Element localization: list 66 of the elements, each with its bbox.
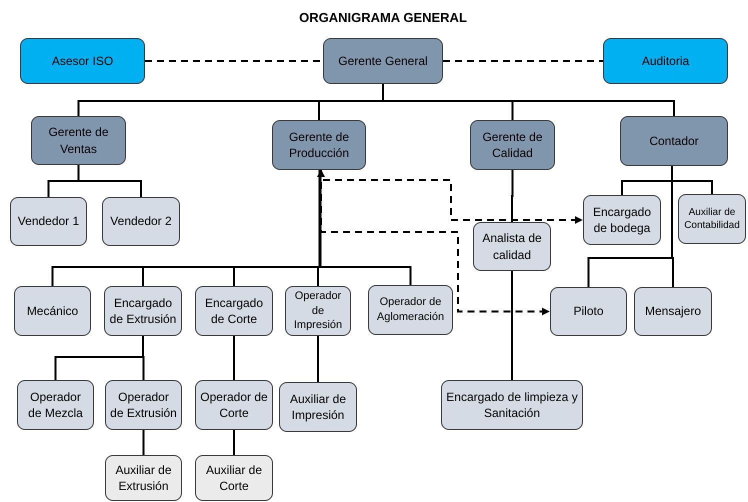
connector-line xyxy=(142,430,144,455)
org-box xyxy=(195,380,273,430)
role-name: Encargado de bodega xyxy=(592,204,652,236)
role-name: Gerente de Ventas xyxy=(47,124,110,157)
dashed-connector xyxy=(443,60,603,62)
role-name: Operador de Mezcla xyxy=(27,388,84,422)
connector-line xyxy=(317,336,319,382)
role-name: Operador de Impresión xyxy=(292,288,344,334)
dashed-connector xyxy=(317,169,550,316)
org-box xyxy=(583,195,661,245)
role-name: Operador de Corte xyxy=(200,388,268,422)
role-name: Operador de Extrusión xyxy=(110,388,177,422)
org-box xyxy=(31,116,126,165)
role-name: Contador xyxy=(649,132,699,150)
org-box xyxy=(678,194,746,244)
org-box xyxy=(105,455,182,501)
org-box xyxy=(10,197,87,246)
role-name: Operador de Aglomeración xyxy=(376,295,446,325)
org-box xyxy=(20,38,145,84)
role-name: Piloto xyxy=(573,303,604,320)
org-box xyxy=(195,286,273,336)
connector-line xyxy=(233,336,235,380)
role-name: Auditoria xyxy=(642,52,690,70)
org-box xyxy=(323,38,443,84)
dashed-connector xyxy=(145,60,323,62)
org-box xyxy=(17,380,94,430)
org-box xyxy=(473,222,551,271)
role-name: Auxiliar de Contabilidad xyxy=(683,206,741,232)
role-name: Auxiliar de Impresión xyxy=(288,390,348,424)
role-name: Mecánico xyxy=(26,302,78,320)
role-name: Vendedor 1 xyxy=(18,213,80,230)
org-box xyxy=(195,455,273,501)
role-name: Encargado de Corte xyxy=(204,294,264,328)
org-box xyxy=(634,287,712,336)
connector-line xyxy=(511,271,513,380)
org-box xyxy=(368,285,453,335)
org-box xyxy=(470,120,555,170)
org-box xyxy=(620,116,728,166)
role-name: Gerente de Calidad xyxy=(481,128,544,162)
role-name: Mensajero xyxy=(644,303,702,320)
role-name: Gerente de Producción xyxy=(288,128,350,162)
org-box xyxy=(272,120,366,170)
org-box xyxy=(550,287,627,336)
diagram-title: ORGANIGRAMA GENERAL xyxy=(298,9,468,27)
org-box xyxy=(105,380,182,430)
role-name: Auxiliar de Extrusión xyxy=(114,462,173,494)
org-box xyxy=(102,197,180,246)
role-name: Asesor ISO xyxy=(52,52,114,70)
role-name: Encargado de Extrusión xyxy=(109,294,177,328)
org-box xyxy=(14,286,91,336)
org-box xyxy=(279,382,357,432)
connector-line xyxy=(382,84,675,116)
org-box xyxy=(285,286,351,336)
connector-line xyxy=(671,166,674,287)
org-box xyxy=(603,38,728,84)
org-box xyxy=(441,380,583,430)
role-name: Auxiliar de Corte xyxy=(204,462,264,494)
connector-line xyxy=(78,165,142,197)
role-name: Vendedor 2 xyxy=(110,213,172,230)
connector-line xyxy=(142,336,144,380)
connector-line xyxy=(511,170,514,222)
role-name: Analista de calidad xyxy=(481,230,543,263)
role-name: Gerente General xyxy=(338,52,428,70)
connector-line xyxy=(233,430,235,455)
role-name: Encargado de limpieza y Sanitación xyxy=(446,388,578,422)
org-box xyxy=(104,286,182,336)
